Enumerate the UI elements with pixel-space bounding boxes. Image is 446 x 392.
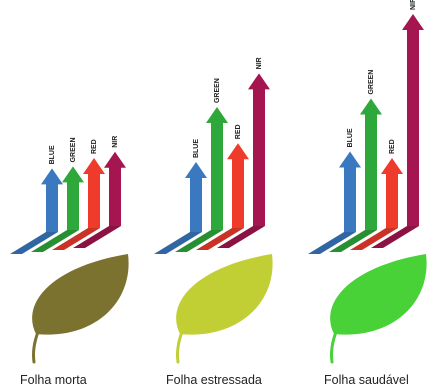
reflectance-arrow-green	[62, 166, 84, 230]
band-label-blue: BLUE	[49, 145, 56, 164]
band-label-nir: NIR	[112, 136, 119, 148]
incident-strip-nir	[371, 226, 419, 248]
reflectance-arrow-blue	[41, 168, 63, 232]
reflectance-arrow-red	[227, 143, 249, 228]
leaf-stem-healthy	[330, 330, 338, 364]
band-label-nir: NIR	[410, 0, 417, 10]
panel-healthy: BLUE GREEN RED NIR	[308, 0, 427, 364]
incident-strip-blue	[154, 232, 202, 254]
incident-strip-green	[175, 230, 223, 252]
leaf-stem-stressed	[176, 330, 184, 364]
reflectance-arrow-red	[381, 158, 403, 228]
reflectance-arrow-nir	[104, 151, 126, 226]
reflectance-arrow-green	[360, 98, 382, 230]
incident-strip-blue	[10, 232, 58, 254]
caption-dead: Folha morta	[20, 373, 87, 387]
reflectance-arrow-blue	[185, 162, 207, 232]
incident-strip-green	[329, 230, 377, 252]
incident-strip-red	[350, 228, 398, 250]
caption-stressed: Folha estressada	[166, 373, 262, 387]
band-label-nir: NIR	[256, 57, 263, 69]
band-label-blue: BLUE	[347, 128, 354, 147]
incident-strip-blue	[308, 232, 356, 254]
reflectance-arrow-red	[83, 158, 105, 228]
incident-strip-red	[196, 228, 244, 250]
reflectance-arrow-blue	[339, 151, 361, 232]
band-label-red: RED	[91, 139, 98, 154]
band-label-green: GREEN	[70, 137, 77, 162]
incident-strip-nir	[217, 226, 265, 248]
band-label-green: GREEN	[214, 78, 221, 103]
reflectance-arrow-green	[206, 107, 228, 230]
incident-strip-red	[52, 228, 100, 250]
panel-stressed: BLUE GREEN RED NIR	[154, 57, 273, 364]
leaf-stressed	[176, 254, 273, 335]
reflectance-arrow-nir	[402, 14, 424, 226]
caption-healthy: Folha saudável	[324, 373, 409, 387]
panel-dead: BLUE GREEN RED NIR	[10, 136, 129, 364]
band-label-red: RED	[235, 124, 242, 139]
band-label-red: RED	[389, 139, 396, 154]
leaf-stem-dead	[32, 330, 40, 364]
band-label-blue: BLUE	[193, 139, 200, 158]
incident-strip-green	[31, 230, 79, 252]
incident-strip-nir	[73, 226, 121, 248]
reflectance-arrow-nir	[248, 73, 270, 226]
band-label-green: GREEN	[368, 70, 375, 95]
leaf-healthy	[330, 254, 427, 335]
leaf-dead	[32, 254, 129, 335]
